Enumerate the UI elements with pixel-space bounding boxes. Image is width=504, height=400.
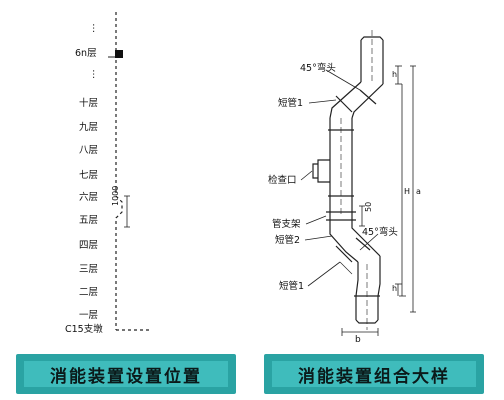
caption-right: 消能装置组合大样	[298, 366, 450, 387]
floor-label-4: 四层	[79, 240, 99, 251]
dim-a: a	[416, 187, 421, 196]
floor-label-6n: 6n层	[75, 48, 97, 59]
floor-label-5: 五层	[79, 215, 99, 226]
riser-diagram	[108, 12, 152, 331]
floor-label-2: 二层	[79, 287, 99, 298]
dim-50: 50	[364, 201, 373, 212]
dim-h-top: h	[392, 70, 398, 79]
floor-label-9: 九层	[79, 122, 99, 133]
caption-banner-right: 消能装置组合大样	[264, 354, 484, 394]
floor-label-7: 七层	[79, 170, 99, 181]
dim-H: H	[404, 187, 411, 196]
caption-banner-left: 消能装置设置位置	[16, 354, 236, 394]
label-short-pipe-1-top: 短管1	[278, 98, 304, 109]
floor-label-dots-top: ⋮	[89, 23, 99, 34]
label-pipe-support: 管支架	[272, 219, 301, 230]
floor-label-3: 三层	[79, 264, 99, 275]
dim-b: b	[355, 335, 361, 345]
label-elbow-bottom: 45°弯头	[362, 227, 398, 238]
label-short-pipe-2: 短管2	[275, 235, 301, 246]
caption-left: 消能装置设置位置	[50, 366, 202, 387]
energy-device-marker	[115, 50, 123, 58]
floor-label-10: 十层	[79, 98, 99, 109]
dimension-lines	[300, 65, 416, 336]
support-label: C15支墩	[65, 324, 103, 335]
assembly-diagram	[312, 30, 384, 330]
label-elbow-top: 45°弯头	[300, 63, 336, 74]
label-short-pipe-1-bottom: 短管1	[279, 281, 305, 292]
floor-label-1: 一层	[79, 310, 99, 321]
floor-label-8: 八层	[79, 145, 99, 156]
dim-h-bottom: h	[392, 284, 398, 293]
label-inspection-port: 检查口	[268, 175, 297, 186]
dimension-1000: 1000	[111, 185, 120, 206]
floor-label-dots-mid: ⋮	[89, 69, 99, 80]
floor-label-6: 六层	[79, 192, 99, 203]
